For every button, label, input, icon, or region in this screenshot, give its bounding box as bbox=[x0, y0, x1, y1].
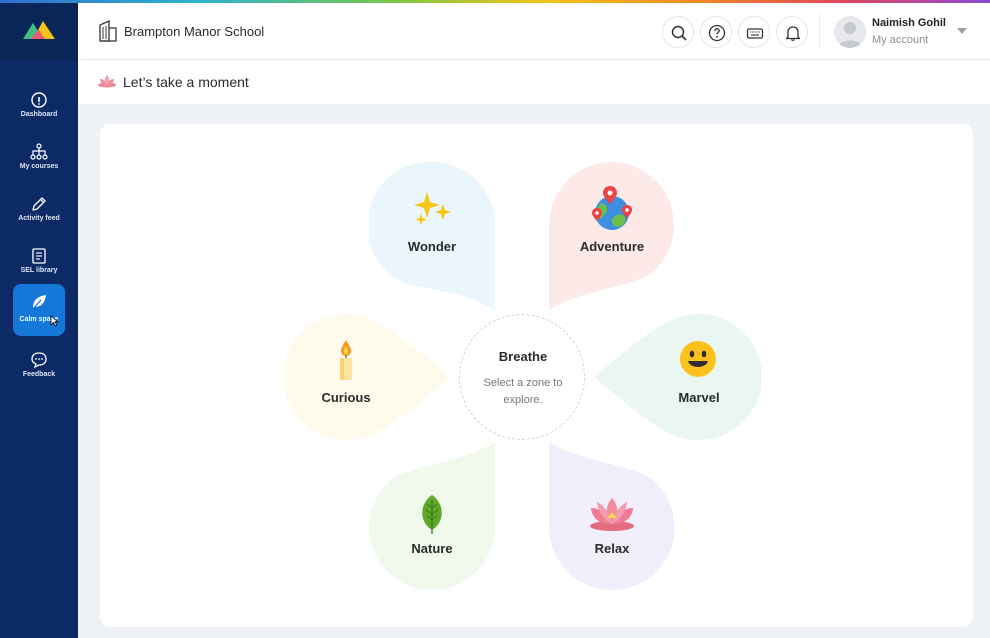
zone-relax[interactable]: Relax bbox=[549, 442, 675, 590]
leaf-icon bbox=[32, 295, 46, 310]
zone-adventure-shape bbox=[549, 162, 674, 310]
book-icon bbox=[32, 248, 46, 264]
school-name[interactable]: Brampton Manor School bbox=[124, 24, 265, 39]
zone-label: Relax bbox=[594, 541, 630, 556]
lotus-icon bbox=[98, 75, 116, 88]
topbar-divider bbox=[819, 13, 820, 50]
top-bar: Brampton Manor School Naimis bbox=[78, 3, 990, 60]
notifications-button[interactable] bbox=[776, 16, 808, 48]
sidebar-item-label: Calm space bbox=[19, 316, 59, 323]
my-account-link[interactable]: My account bbox=[872, 34, 929, 46]
sidebar-item-feedback[interactable]: Feedback bbox=[13, 344, 65, 396]
info-icon bbox=[31, 92, 47, 108]
sidebar-item-calm-space[interactable]: Calm space bbox=[13, 284, 65, 336]
page-title: Let’s take a moment bbox=[123, 74, 249, 90]
zone-marvel-shape bbox=[594, 314, 762, 440]
hierarchy-icon bbox=[30, 143, 48, 160]
zone-wonder[interactable]: Wonder bbox=[369, 162, 495, 310]
sidebar-item-my-courses[interactable]: My courses bbox=[13, 136, 65, 188]
lotus-icon bbox=[590, 498, 634, 531]
zone-curious-shape bbox=[283, 314, 451, 440]
zone-wonder-shape bbox=[369, 162, 495, 310]
sidebar-item-label: Dashboard bbox=[20, 111, 58, 118]
zone-label: Adventure bbox=[579, 239, 645, 254]
globe-pins-icon bbox=[592, 186, 632, 230]
top-accent-bar bbox=[0, 0, 990, 3]
smiley-icon bbox=[680, 341, 716, 377]
school-building-icon bbox=[99, 20, 117, 42]
sidebar-item-label: SEL library bbox=[20, 267, 58, 274]
zone-label: Nature bbox=[411, 541, 453, 556]
mountain-logo-icon bbox=[23, 21, 55, 39]
breathe-center[interactable]: Breathe Select a zone to explore. bbox=[459, 314, 585, 440]
cursor-icon bbox=[50, 315, 59, 327]
sidebar-item-label: Feedback bbox=[22, 371, 56, 378]
user-avatar-icon bbox=[838, 22, 862, 48]
search-icon bbox=[671, 25, 687, 41]
zone-adventure[interactable]: Adventure bbox=[549, 162, 675, 310]
sidebar-item-label: Activity feed bbox=[18, 215, 60, 222]
chevron-down-icon[interactable] bbox=[957, 28, 967, 34]
zone-marvel[interactable]: Marvel bbox=[594, 314, 762, 440]
zone-label: Curious bbox=[321, 390, 371, 405]
help-button[interactable] bbox=[700, 16, 732, 48]
sidebar-item-activity-feed[interactable]: Activity feed bbox=[13, 188, 65, 240]
keyboard-button[interactable] bbox=[738, 16, 770, 48]
zone-label: Marvel bbox=[678, 390, 720, 405]
breathe-title: Breathe bbox=[498, 349, 548, 364]
pencil-icon bbox=[32, 197, 46, 211]
sparkles-icon bbox=[414, 192, 451, 225]
sidebar-item-dashboard[interactable]: Dashboard bbox=[13, 84, 65, 136]
search-button[interactable] bbox=[662, 16, 694, 48]
breathe-subtitle: Select a zone to explore. bbox=[483, 377, 563, 406]
app-logo[interactable] bbox=[0, 3, 78, 61]
zone-label: Wonder bbox=[407, 239, 457, 254]
chat-icon bbox=[31, 352, 47, 369]
sidebar-item-sel-library[interactable]: SEL library bbox=[13, 240, 65, 292]
zone-curious[interactable]: Curious bbox=[283, 314, 451, 440]
keyboard-icon bbox=[746, 28, 764, 39]
avatar[interactable] bbox=[834, 16, 866, 48]
bell-icon bbox=[785, 26, 801, 41]
leaf-emoji-icon bbox=[422, 495, 442, 534]
candle-icon bbox=[340, 340, 352, 380]
sidebar: Dashboard My courses Activity feed SEL l… bbox=[0, 0, 78, 638]
page-header: Let’s take a moment bbox=[78, 60, 990, 104]
user-name[interactable]: Naimish Gohil bbox=[872, 17, 946, 29]
sidebar-item-label: My courses bbox=[19, 163, 59, 170]
zone-nature[interactable]: Nature bbox=[369, 442, 495, 590]
help-icon bbox=[708, 24, 726, 42]
